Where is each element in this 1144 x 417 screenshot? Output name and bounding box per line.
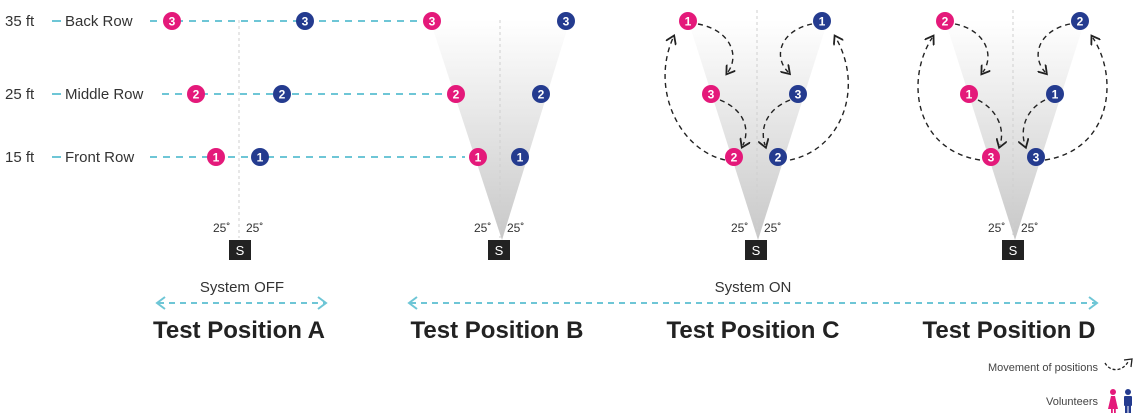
coverage-cone-c (688, 20, 828, 240)
svg-text:2: 2 (942, 15, 949, 29)
svg-text:S: S (1009, 243, 1018, 258)
svg-text:2: 2 (193, 88, 200, 102)
position-title-c: Test Position C (667, 317, 840, 344)
svg-text:3: 3 (302, 15, 309, 29)
angle-right-a: 25˚ (246, 221, 263, 235)
movement-arrows-c (664, 23, 850, 161)
volunteer-pink-middle-c: 3 (702, 85, 720, 103)
volunteer-blue-back-d: 2 (1071, 12, 1089, 30)
volunteer-blue-front-c: 2 (769, 148, 787, 166)
movement-arrow-icon (1104, 358, 1133, 371)
volunteer-blue-middle-b: 2 (532, 85, 550, 103)
svg-text:3: 3 (795, 88, 802, 102)
speaker-icon-c: S (745, 240, 767, 260)
angle-left-c: 25˚ (731, 221, 748, 235)
svg-text:S: S (495, 243, 504, 258)
volunteer-blue-back-c: 1 (813, 12, 831, 30)
svg-text:S: S (236, 243, 245, 258)
svg-text:1: 1 (257, 151, 264, 165)
volunteer-male-icon (1124, 389, 1132, 413)
volunteer-blue-middle-d: 1 (1046, 85, 1064, 103)
volunteer-blue-middle-c: 3 (789, 85, 807, 103)
svg-text:2: 2 (775, 151, 782, 165)
row-label-back: Back Row (65, 13, 133, 30)
volunteer-pink-front-c: 2 (725, 148, 743, 166)
angle-right-b: 25˚ (507, 221, 524, 235)
volunteer-pink-back-d: 2 (936, 12, 954, 30)
volunteer-blue-front-b: 1 (511, 148, 529, 166)
svg-text:3: 3 (429, 15, 436, 29)
row-label-front: Front Row (65, 149, 134, 166)
svg-text:2: 2 (453, 88, 460, 102)
svg-text:1: 1 (966, 88, 973, 102)
legend-volunteers-label: Volunteers (1046, 396, 1098, 408)
system-on-label: System ON (715, 279, 792, 296)
svg-text:1: 1 (819, 15, 826, 29)
angle-left-b: 25˚ (474, 221, 491, 235)
volunteer-blue-middle-a: 2 (273, 85, 291, 103)
volunteer-blue-front-a: 1 (251, 148, 269, 166)
legend-movement-label: Movement of positions (988, 362, 1099, 374)
svg-text:1: 1 (517, 151, 524, 165)
position-title-b: Test Position B (411, 317, 584, 344)
svg-text:2: 2 (538, 88, 545, 102)
angle-right-c: 25˚ (764, 221, 781, 235)
row-distance-middle: 25 ft (5, 86, 35, 103)
svg-text:3: 3 (1033, 151, 1040, 165)
position-title-a: Test Position A (153, 317, 325, 344)
system-off-range-arrow (155, 296, 328, 310)
angle-right-d: 25˚ (1021, 221, 1038, 235)
speaker-icon-d: S (1002, 240, 1024, 260)
volunteer-pink-front-d: 3 (982, 148, 1000, 166)
volunteer-pink-front-a: 1 (207, 148, 225, 166)
svg-text:3: 3 (169, 15, 176, 29)
speaker-icon-a: S (229, 240, 251, 260)
row-distance-back: 35 ft (5, 13, 35, 30)
volunteer-female-icon (1108, 389, 1118, 413)
volunteer-pink-middle-b: 2 (447, 85, 465, 103)
system-off-label: System OFF (200, 279, 284, 296)
system-on-range-arrow (407, 296, 1099, 310)
movement-arrows-d (917, 23, 1108, 161)
svg-text:1: 1 (685, 15, 692, 29)
volunteer-blue-front-d: 3 (1027, 148, 1045, 166)
speaker-icon-b: S (488, 240, 510, 260)
volunteer-pink-back-c: 1 (679, 12, 697, 30)
volunteer-pink-back-a: 3 (163, 12, 181, 30)
svg-text:2: 2 (731, 151, 738, 165)
volunteer-blue-back-a: 3 (296, 12, 314, 30)
svg-text:3: 3 (563, 15, 570, 29)
row-label-middle: Middle Row (65, 86, 144, 103)
svg-text:1: 1 (213, 151, 220, 165)
volunteer-blue-back-b: 3 (557, 12, 575, 30)
coverage-cone-d (945, 20, 1085, 240)
volunteer-pink-middle-d: 1 (960, 85, 978, 103)
volunteer-pink-back-b: 3 (423, 12, 441, 30)
svg-text:1: 1 (1052, 88, 1059, 102)
angle-left-a: 25˚ (213, 221, 230, 235)
svg-text:3: 3 (708, 88, 715, 102)
row-distance-front: 15 ft (5, 149, 35, 166)
svg-text:2: 2 (279, 88, 286, 102)
volunteer-pink-front-b: 1 (469, 148, 487, 166)
svg-text:S: S (752, 243, 761, 258)
svg-text:3: 3 (988, 151, 995, 165)
angle-left-d: 25˚ (988, 221, 1005, 235)
svg-text:1: 1 (475, 151, 482, 165)
volunteer-pink-middle-a: 2 (187, 85, 205, 103)
position-title-d: Test Position D (923, 317, 1096, 344)
svg-text:2: 2 (1077, 15, 1084, 29)
